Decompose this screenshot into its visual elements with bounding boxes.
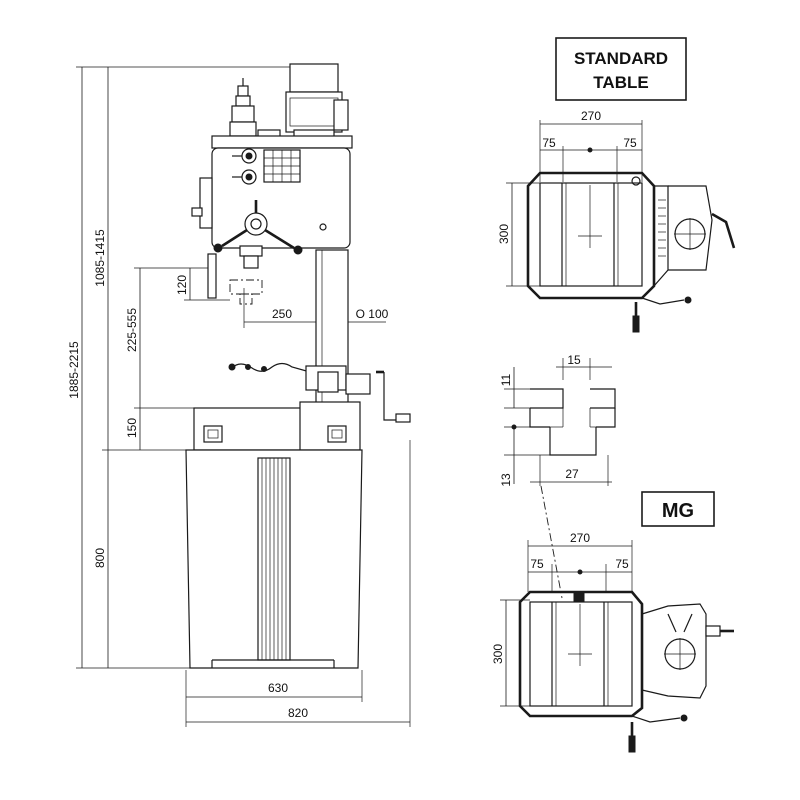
motor-fan-cover	[289, 63, 339, 93]
spindle-table-distance-label: 225-555	[125, 308, 139, 352]
t-slot-section: 15 11 13 27	[499, 353, 616, 599]
standard-table-top-view: 270 75 75 300	[497, 109, 736, 333]
feed-hub	[244, 212, 268, 236]
standard-table-title: STANDARD TABLE	[555, 37, 687, 101]
tslot-top-width-label: 15	[567, 353, 581, 367]
tslot-bottom-height-label: 13	[499, 473, 513, 487]
tslot-top-height-label: 11	[499, 373, 513, 386]
std-slot-left-label: 75	[542, 136, 556, 150]
mg-title: MG	[641, 491, 715, 527]
mg-label: MG	[662, 500, 694, 522]
standard-table-line2: TABLE	[593, 73, 648, 92]
std-width-label: 270	[581, 109, 601, 123]
motor-body	[285, 91, 343, 133]
quill-travel-label: 120	[175, 275, 189, 295]
throat-label: 250	[272, 307, 292, 321]
front-view-dimensions: 1885-2215 1085-1415 800 225-555 150 120 …	[67, 66, 411, 727]
table-height-label: 1085-1415	[93, 229, 107, 287]
mg-depth-label: 300	[491, 644, 505, 664]
column-diameter-label: O 100	[356, 307, 389, 321]
head-top-plate	[211, 135, 353, 149]
overall-height-label: 1885-2215	[67, 341, 81, 399]
mg-width-label: 270	[570, 531, 590, 545]
drill-press-front-view	[185, 63, 411, 669]
std-slot-right-label: 75	[623, 136, 637, 150]
mg-table-top-view: 270 75 75 300	[491, 531, 734, 753]
mg-slot-right-label: 75	[615, 557, 629, 571]
overall-width-label: 820	[288, 706, 308, 720]
mg-slot-left-label: 75	[530, 557, 544, 571]
base-height-label: 800	[93, 548, 107, 568]
std-depth-label: 300	[497, 224, 511, 244]
table-thickness-label: 150	[125, 418, 139, 438]
tslot-bottom-width-label: 27	[565, 467, 579, 481]
base-width-label: 630	[268, 681, 288, 695]
standard-table-line1: STANDARD	[574, 49, 668, 68]
motor-terminal-box	[333, 99, 349, 131]
